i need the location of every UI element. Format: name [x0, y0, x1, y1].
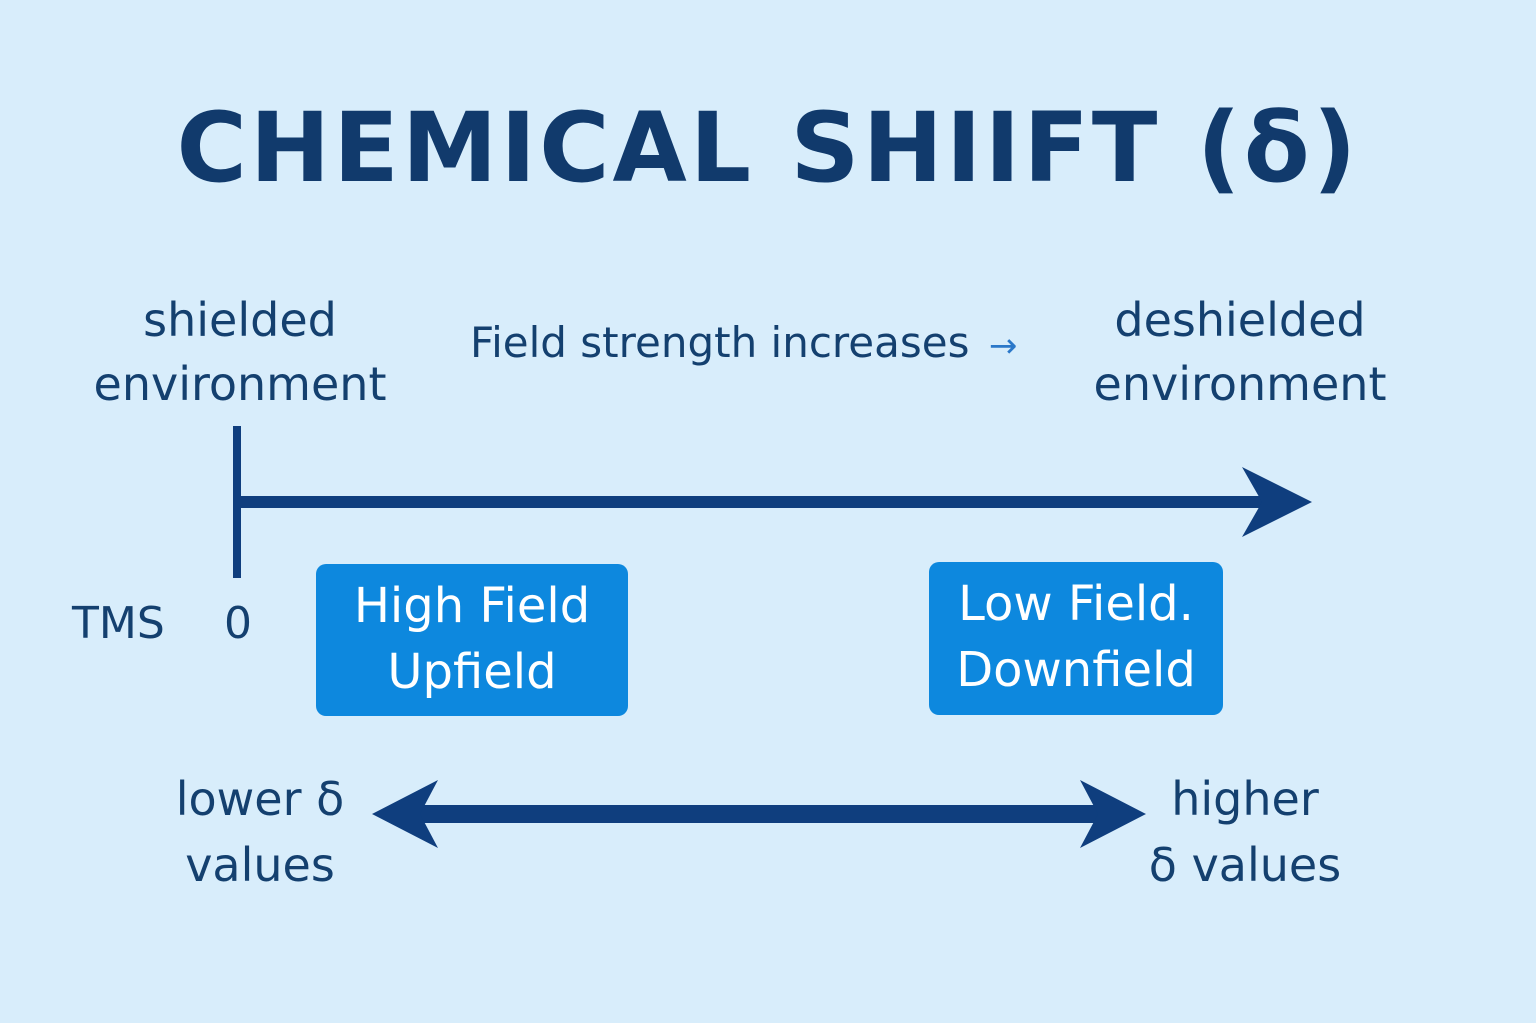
higher-delta-line1: higher [1171, 772, 1319, 826]
shielded-environment-label: shielded environment [40, 288, 440, 416]
higher-delta-line2: δ values [1148, 838, 1342, 892]
tms-label: TMS [72, 598, 165, 649]
shift-axis-arrowhead [1242, 467, 1312, 537]
right-arrow-icon: → [988, 326, 1018, 366]
upfield-text: Upfield [387, 644, 557, 700]
environment-line-left: environment [93, 357, 387, 411]
environment-line-right: environment [1093, 357, 1387, 411]
lower-delta-line2: values [185, 838, 335, 892]
high-field-box: High Field Upfield [316, 564, 628, 716]
downfield-text: Downfield [956, 642, 1196, 698]
low-field-box: Low Field. Downfield [929, 562, 1223, 715]
field-strength-text: Field strength increases [470, 318, 970, 367]
zero-label: 0 [224, 598, 252, 649]
shielded-line: shielded [143, 293, 337, 347]
higher-delta-label: higher δ values [1120, 766, 1370, 898]
delta-range-right-arrowhead [1080, 780, 1146, 848]
deshielded-line: deshielded [1114, 293, 1366, 347]
deshielded-environment-label: deshielded environment [1040, 288, 1440, 416]
high-field-text: High Field [353, 578, 591, 634]
lower-delta-line1: lower δ [175, 772, 345, 826]
delta-range-left-arrowhead [372, 780, 438, 848]
low-field-text: Low Field. [958, 576, 1194, 632]
field-strength-note: Field strength increases → [470, 318, 1070, 367]
lower-delta-label: lower δ values [140, 766, 380, 898]
diagram-title: CHEMICAL SHIIFT (δ) [176, 92, 1360, 204]
